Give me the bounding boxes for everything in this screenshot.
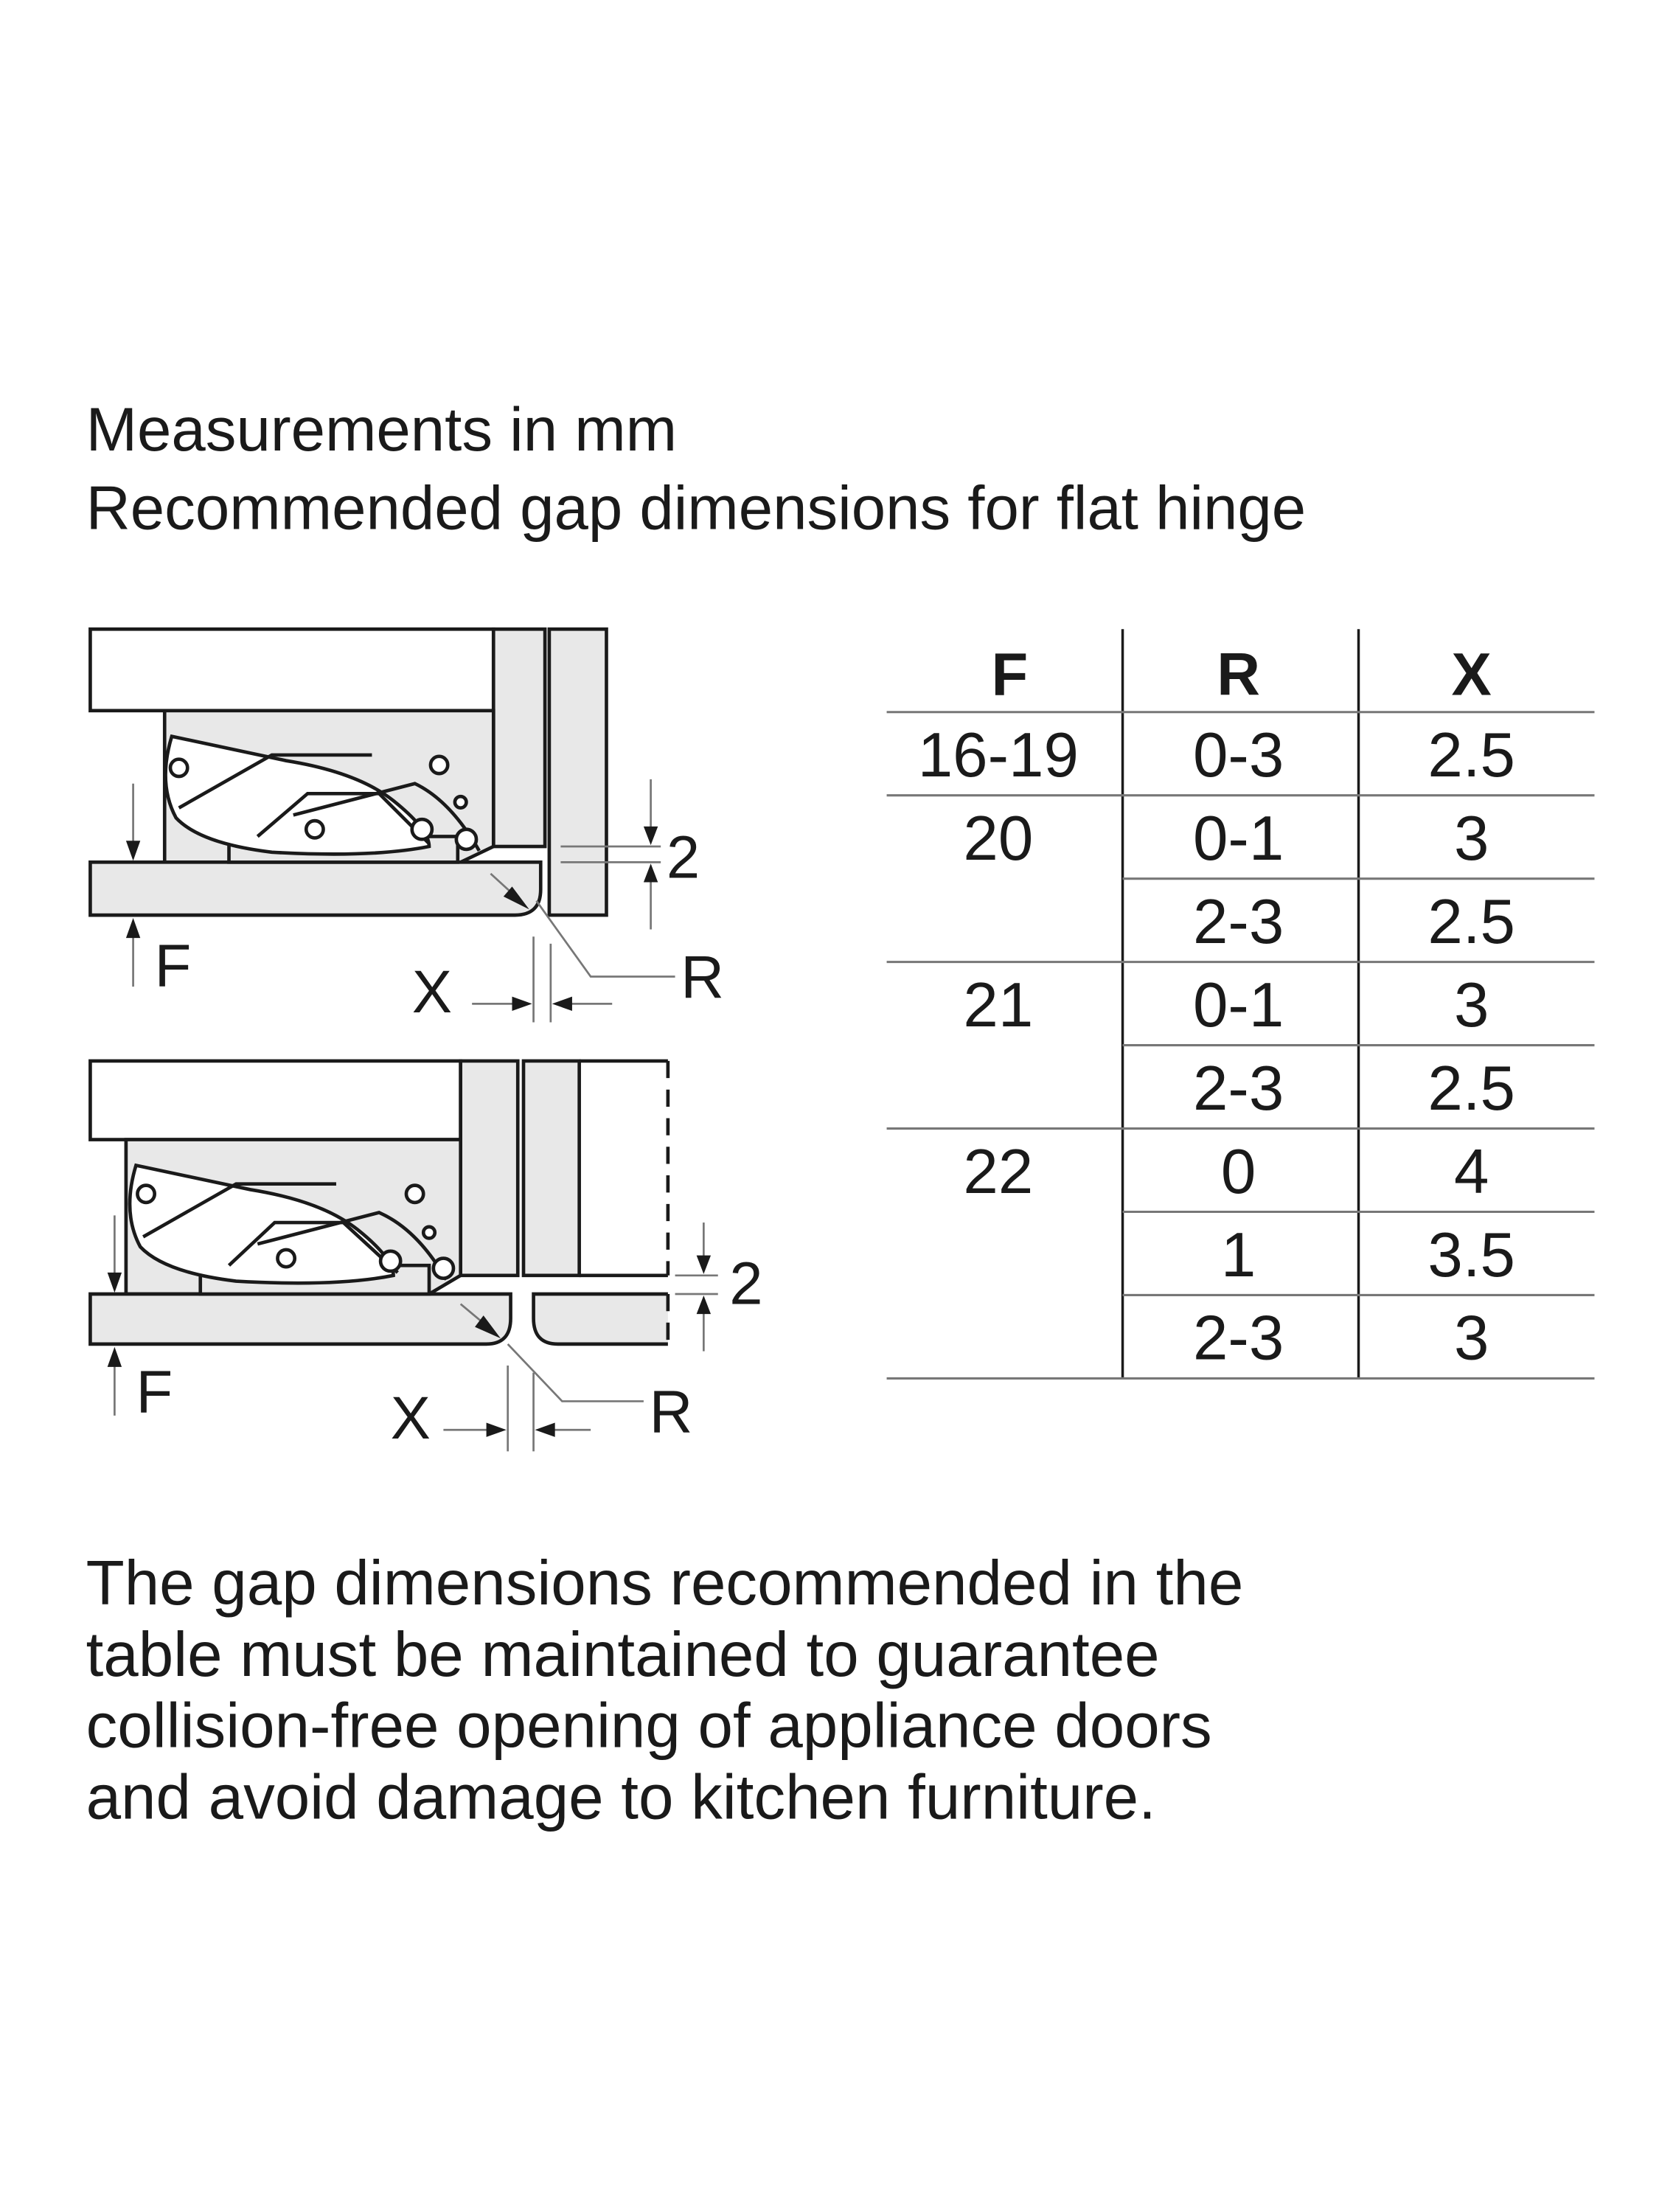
dimension-x: X [391,1365,591,1452]
table-cell-x: 2.5 [1427,887,1515,957]
label-f: F [155,933,192,1000]
door-panel [491,627,547,849]
adjacent-door-plate [533,1294,668,1344]
gap-dimensions-table: F R X 16-19 0-3 2.5 20 0-1 3 2-3 2.5 21 0-1 3 2-3 2.… [886,629,1595,1380]
adjacent-door-panel [547,627,608,917]
adjacent-door-panel [521,1059,581,1278]
note-line-2: table must be maintained to guarantee [86,1620,1160,1690]
table-cell-f: 21 [963,970,1033,1040]
door-plate [88,860,543,917]
hinge-diagram-bottom: F 2 R X [88,1059,763,1452]
table-cell-f: 20 [963,804,1033,874]
table-cell-r: 2-3 [1193,887,1284,957]
label-r: R [650,1379,693,1446]
cabinet-top-panel [88,627,495,713]
dimension-x: X [412,936,613,1026]
table-cell-r: 1 [1221,1220,1256,1290]
table-cell-x: 2.5 [1427,1054,1515,1124]
table-cell-x: 3 [1454,1304,1489,1374]
hinge-mechanism [164,734,481,856]
table-cell-r: 0-1 [1193,804,1284,874]
table-header-r: R [1217,641,1260,708]
note-line-3: collision-free opening of appliance door… [86,1691,1212,1761]
table-cell-f: 22 [963,1137,1033,1207]
label-x: X [412,959,452,1026]
table-cell-r: 2-3 [1193,1304,1284,1374]
dimension-r: R [459,1303,693,1446]
label-r: R [681,945,724,1012]
table-cell-x: 2.5 [1427,720,1515,790]
door-plate [88,1292,512,1346]
dimension-f: F [107,1215,173,1426]
dimension-gap: 2 [560,779,700,930]
note-line-1: The gap dimensions recommended in the [86,1548,1244,1618]
label-f: F [136,1359,173,1426]
table-cell-x: 4 [1454,1137,1489,1207]
header-measurements: Measurements in mm [86,395,678,464]
note-line-4: and avoid damage to kitchen furniture. [86,1763,1156,1833]
table-cell-r: 0 [1221,1137,1256,1207]
table-cell-r: 0-1 [1193,970,1284,1040]
table-cell-f: 16-19 [918,720,1079,790]
table-header-f: F [991,641,1028,708]
dimension-f: F [125,783,192,1000]
hinge-mechanism [128,1163,456,1285]
label-x: X [391,1385,431,1452]
header-recommended-gap: Recommended gap dimensions for flat hing… [86,474,1307,543]
label-gap: 2 [729,1251,762,1318]
table-cell-x: 3.5 [1427,1220,1515,1290]
door-panel [459,1059,520,1278]
label-gap: 2 [667,824,700,891]
dimension-r: R [490,872,724,1012]
hinge-diagram-top: F 2 R X [88,627,724,1026]
table-cell-x: 3 [1454,804,1489,874]
cabinet-top-panel [88,1059,463,1141]
table-cell-r: 0-3 [1193,720,1284,790]
table-cell-x: 3 [1454,970,1489,1040]
table-cell-r: 2-3 [1193,1054,1284,1124]
table-header-x: X [1452,641,1492,708]
dimension-gap: 2 [675,1222,763,1352]
